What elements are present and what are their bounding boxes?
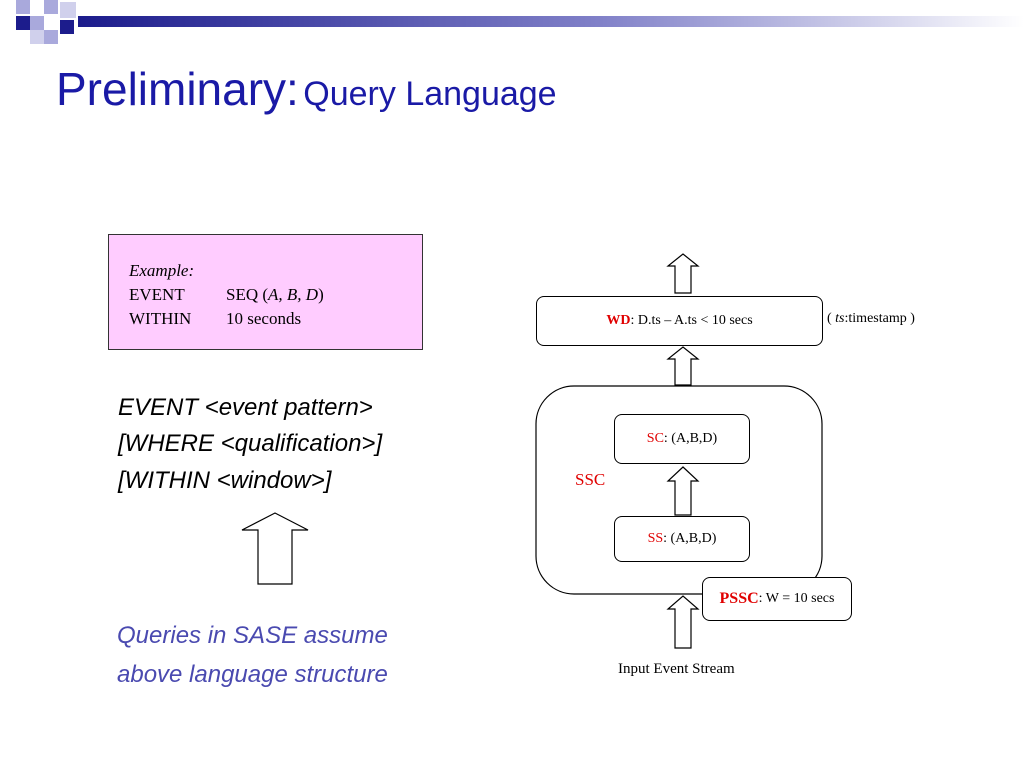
ts-note-rest: :timestamp ) — [844, 311, 915, 326]
seq-args: A, B, D — [268, 285, 319, 304]
caption-line-2: above language structure — [117, 661, 388, 688]
title-sub: Query Language — [303, 75, 557, 113]
header-decoration — [16, 0, 1024, 44]
header-gradient-bar — [78, 16, 1024, 27]
title-main: Preliminary: — [56, 63, 299, 115]
ts-note-italic: ts — [835, 311, 845, 326]
deco-square — [30, 30, 44, 44]
example-event-keyword: EVENT — [129, 285, 185, 304]
up-arrow-input — [666, 595, 700, 649]
up-arrow-large — [241, 512, 309, 585]
input-event-stream-label: Input Event Stream — [618, 661, 735, 677]
seq-prefix: SEQ ( — [226, 285, 269, 304]
deco-square — [30, 16, 44, 30]
up-arrow-ss-to-sc — [666, 466, 700, 516]
grammar-where-line: [WHERE <qualification>] — [118, 430, 383, 457]
deco-square — [16, 16, 30, 30]
example-label: Example: — [129, 261, 195, 280]
example-box: Example: EVENT SEQ (A, B, D) WITHIN 10 s… — [108, 234, 423, 350]
ssc-label: SSC — [575, 470, 606, 489]
example-within-keyword: WITHIN — [129, 309, 192, 328]
wd-box: WD: D.ts – A.ts < 10 secs — [536, 296, 823, 346]
deco-square — [60, 2, 76, 18]
example-within-value: 10 seconds — [226, 309, 302, 328]
sc-box: SC: (A,B,D) — [614, 414, 750, 464]
grammar-within-line: [WITHIN <window>] — [118, 467, 332, 494]
wd-text: : D.ts – A.ts < 10 secs — [630, 313, 753, 328]
seq-suffix: ) — [318, 285, 324, 304]
sc-text: : (A,B,D) — [663, 431, 718, 446]
pssc-box: PSSC: W = 10 secs — [702, 577, 852, 621]
pssc-label: PSSC — [719, 590, 759, 607]
sc-label: SC — [646, 431, 664, 446]
ss-label: SS — [647, 531, 664, 546]
grammar-event-line: EVENT <event pattern> — [118, 394, 373, 421]
example-seq: SEQ (A, B, D) — [226, 285, 324, 305]
deco-square — [60, 20, 74, 34]
deco-square — [16, 0, 30, 14]
slide-title: Preliminary: Query Language — [56, 62, 557, 116]
up-arrow-output — [666, 253, 700, 294]
caption-line-1: Queries in SASE assume — [117, 622, 388, 649]
ss-text: : (A,B,D) — [663, 531, 717, 546]
timestamp-note: ( ts:timestamp ) — [827, 311, 915, 327]
deco-square — [44, 0, 58, 14]
deco-square — [44, 30, 58, 44]
pssc-text: : W = 10 secs — [758, 591, 835, 606]
up-arrow-ssc-to-wd — [666, 346, 700, 386]
ts-note-open: ( — [827, 311, 836, 326]
ss-box: SS: (A,B,D) — [614, 516, 750, 562]
wd-label: WD — [606, 313, 631, 328]
